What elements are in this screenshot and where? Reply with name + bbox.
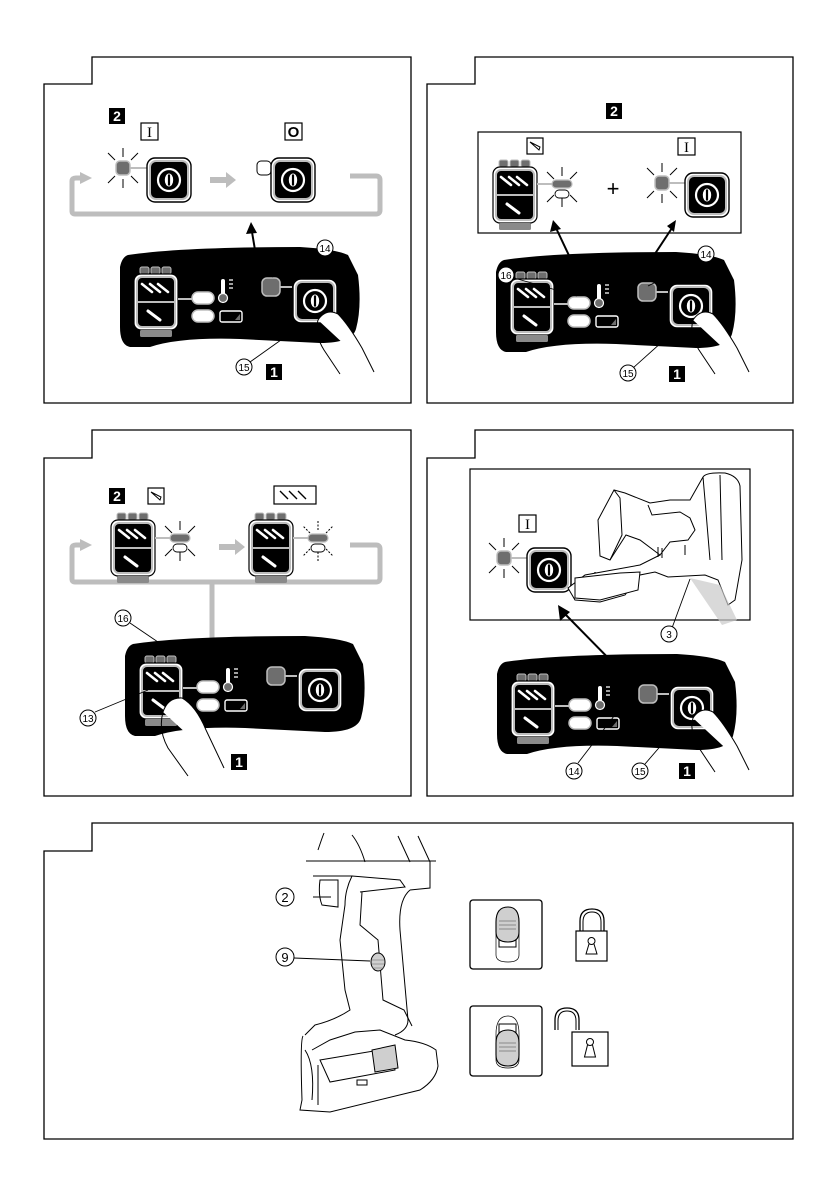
power-button-icon [685,173,729,217]
mode-selector-icon [493,160,537,230]
figure-5-trigger-lock: 2 9 [44,823,793,1139]
triple-nail-icon [274,486,316,504]
svg-text:9: 9 [281,950,288,965]
svg-text:2: 2 [610,103,618,119]
padlock-unlocked-icon [555,1008,608,1066]
figure-frame [44,823,793,1139]
led-off-icon [257,161,271,175]
figure-4-power-off-light: I + 3 14 15 1 [427,430,793,796]
figure-2-single-shot-mode: 2 + I 16 14 15 1 [427,57,793,403]
slider-knob [496,907,519,942]
step-badge-2-label: 2 [113,108,121,124]
control-panel [496,252,736,352]
svg-text:1: 1 [673,366,681,382]
figure-frame [44,430,411,796]
lock-switch-on-tool [371,953,385,971]
svg-text:15: 15 [238,363,250,374]
svg-text:14: 14 [568,767,580,778]
svg-text:15: 15 [622,369,634,380]
svg-text:I: I [684,140,689,156]
svg-text:13: 13 [82,714,94,725]
svg-text:3: 3 [666,630,672,641]
padlock-locked-icon [576,909,607,961]
state-off-label: O [288,124,300,141]
cycle-arrow-icon [80,172,92,184]
cycle-loop-line [72,178,148,214]
svg-text:1: 1 [270,364,278,380]
link-icon [311,544,325,552]
power-button-icon [271,158,315,202]
power-button-icon [147,158,191,202]
svg-text:14: 14 [319,244,331,255]
control-panel [497,654,737,754]
slider-knob [496,1030,519,1066]
link-icon [173,544,187,552]
arrow-up-icon [246,222,257,234]
plus-sign: + [607,176,620,201]
svg-text:2: 2 [281,890,288,905]
figure-1-power-on-off: 2 I O 14 15 1 [44,57,411,403]
power-button-icon [527,548,571,592]
mode-selector-icon [111,513,155,583]
svg-text:16: 16 [117,614,129,625]
svg-text:14: 14 [700,250,712,261]
svg-text:1: 1 [683,763,691,779]
svg-text:16: 16 [500,271,512,282]
svg-text:2: 2 [113,488,121,504]
tool-grip-illustration [300,833,438,1112]
figure-3-mode-switch: 2 16 13 1 [44,430,411,796]
arrow-right-icon [210,177,226,183]
arrow-right-icon [219,544,235,550]
state-on-label: I [147,125,152,141]
svg-text:1: 1 [235,754,243,770]
mode-selector-icon [249,513,293,583]
svg-text:I: I [525,517,530,533]
svg-text:15: 15 [634,767,646,778]
control-panel [120,247,360,347]
